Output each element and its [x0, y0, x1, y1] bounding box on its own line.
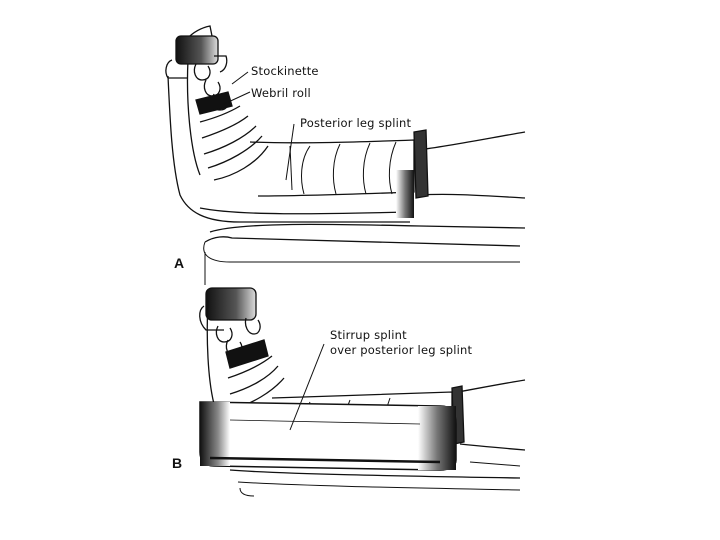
panel-a-drawing [165, 25, 526, 285]
label-over-posterior-leg-splint: over posterior leg splint [330, 343, 473, 357]
label-stirrup-splint: Stirrup splint [330, 328, 407, 342]
label-webril-roll: Webril roll [251, 86, 311, 100]
label-stockinette: Stockinette [251, 64, 319, 78]
label-posterior-leg-splint: Posterior leg splint [300, 116, 412, 130]
panel-letter-a: A [174, 255, 185, 271]
panel-b-drawing [199, 287, 526, 497]
panel-a-pillow [209, 223, 526, 233]
panel-letter-b: B [172, 455, 183, 471]
panel-a-splint [249, 139, 415, 197]
panel-a-foot [167, 75, 410, 223]
